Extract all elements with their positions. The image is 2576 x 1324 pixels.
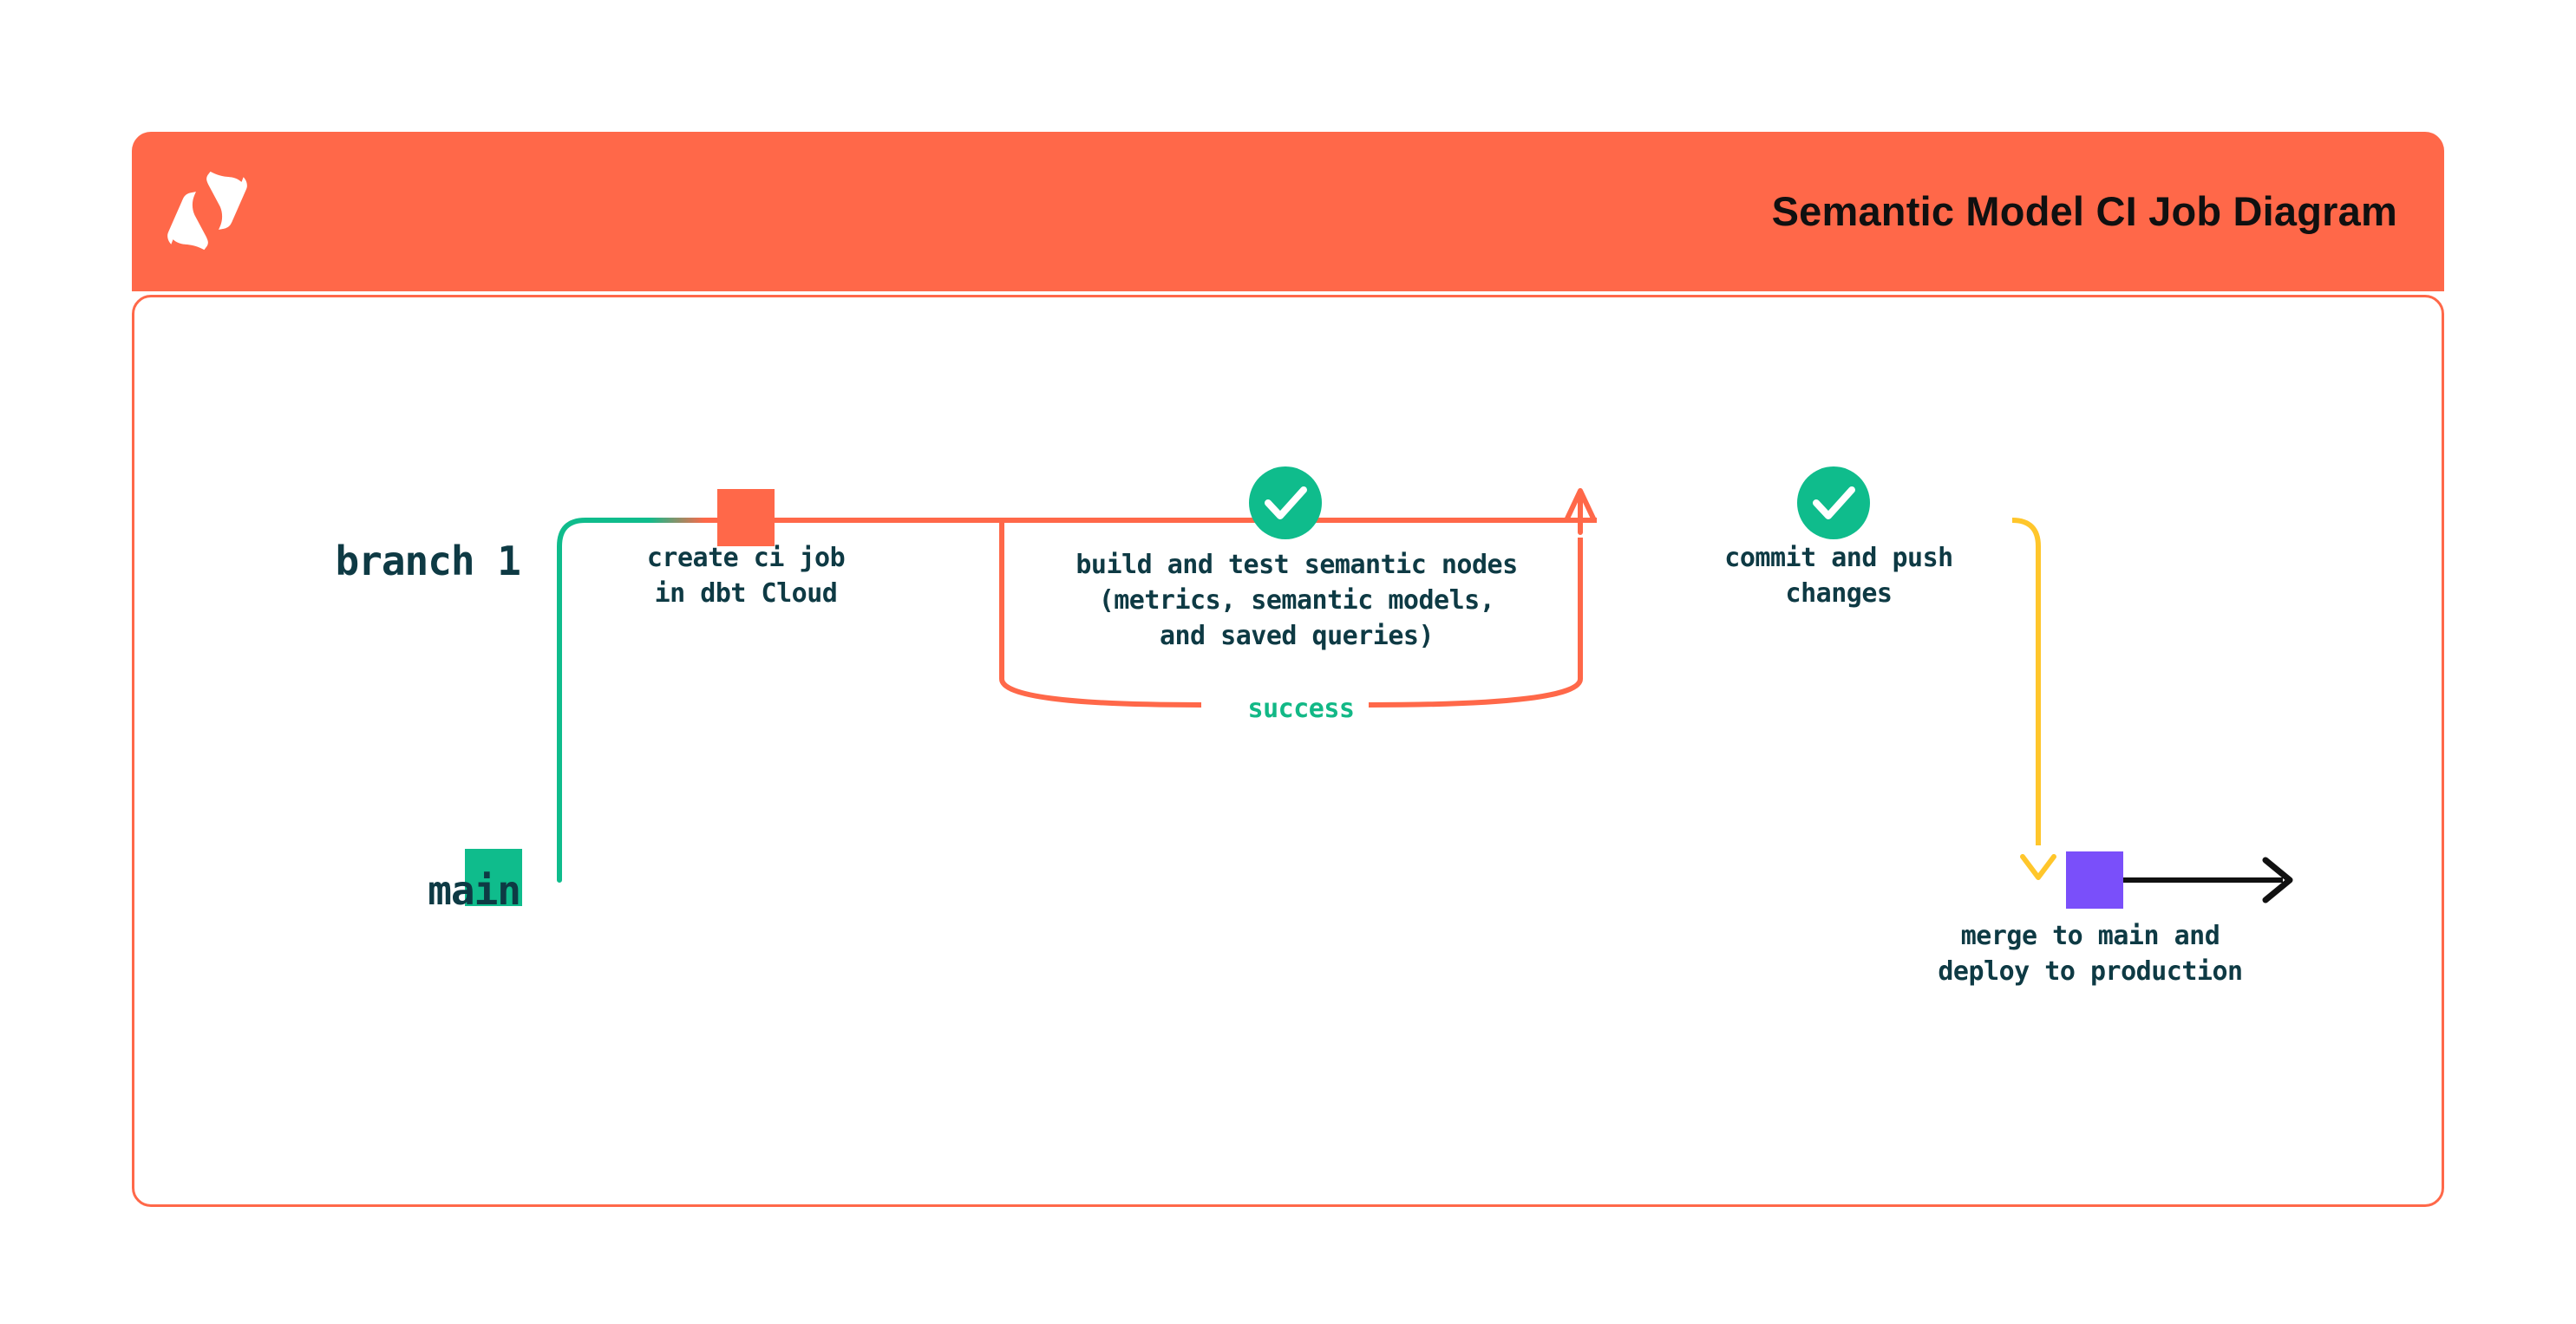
diagram-card: Semantic Model CI Job Diagram xyxy=(132,132,2444,1207)
page-title: Semantic Model CI Job Diagram xyxy=(1771,188,2397,234)
branch-label-branch-1: branch 1 xyxy=(335,538,521,584)
edge-label-success: success xyxy=(1247,694,1355,724)
branch-label-main: main xyxy=(428,867,521,914)
dbt-logo-icon xyxy=(165,168,250,253)
node-label-build-and-test: build and test semantic nodes (metrics, … xyxy=(1076,550,1518,651)
card-header: Semantic Model CI Job Diagram xyxy=(132,132,2444,291)
node-label-create-ci-job: create ci job in dbt Cloud xyxy=(646,543,846,609)
card-body xyxy=(132,295,2444,1207)
node-label-commit-and-push: commit and push changes xyxy=(1724,543,1953,609)
node-label-merge-to-main: merge to main and deploy to production xyxy=(1938,921,2243,987)
